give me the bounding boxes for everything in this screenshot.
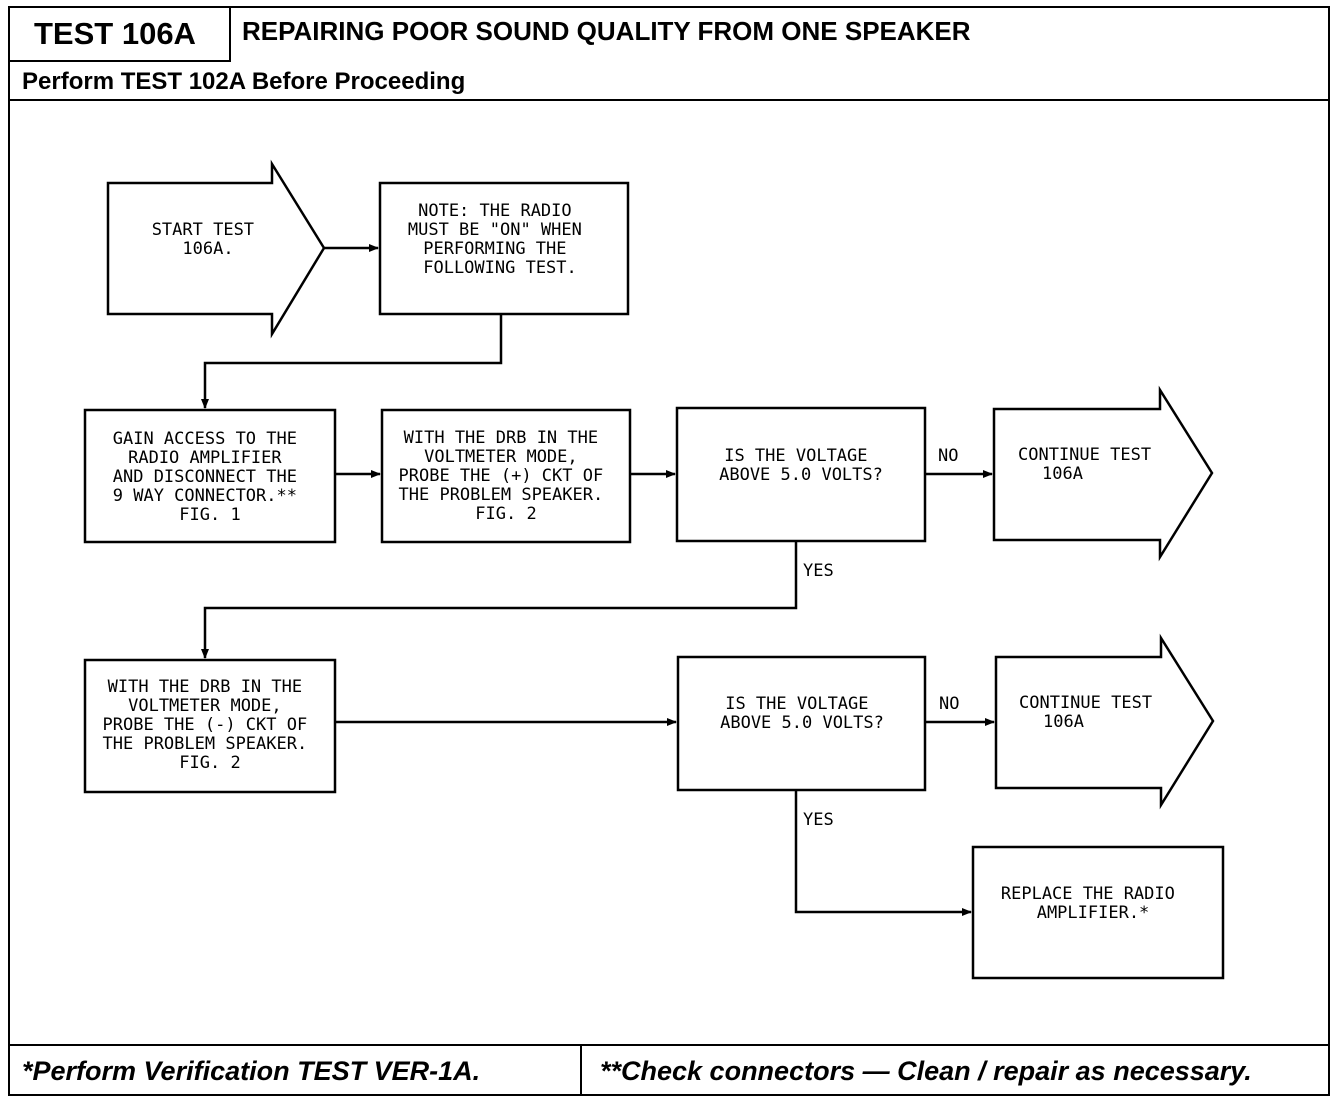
start-terminal-arrow [106, 159, 326, 339]
probe-plus-line: FIG. 2 [475, 504, 536, 524]
probe-plus-line: VOLTMETER MODE, [424, 447, 578, 467]
gain-access-box [83, 408, 337, 544]
replace-line: REPLACE THE RADIO [1001, 884, 1175, 904]
gain-access-line: GAIN ACCESS TO THE [113, 429, 297, 449]
continue-1-line: 106A [1042, 464, 1083, 484]
gain-access-line: AND DISCONNECT THE [113, 467, 297, 487]
check-voltage-2-text: IS THE VOLTAGE ABOVE 5.0 VOLTS? [720, 694, 884, 733]
probe-minus-line: VOLTMETER MODE, [128, 696, 282, 716]
start-line: 106A. [182, 239, 233, 259]
note-line: FOLLOWING TEST. [423, 258, 577, 278]
probe-minus-box [83, 658, 337, 794]
note-text: NOTE: THE RADIO MUST BE "ON" WHEN PERFOR… [408, 201, 592, 278]
note-line: PERFORMING THE [423, 239, 566, 259]
continue-1-line: CONTINUE TEST [1018, 445, 1151, 465]
check-voltage-2-line: IS THE VOLTAGE [725, 694, 868, 714]
edge-label-yes-2: YES [803, 810, 834, 830]
probe-plus-line: PROBE THE (+) CKT OF [399, 466, 604, 486]
check-voltage-1-line: IS THE VOLTAGE [724, 446, 867, 466]
continue-2-line: 106A [1043, 712, 1084, 732]
footer-divider [580, 1044, 582, 1096]
check-voltage-2-box [676, 655, 927, 792]
gain-access-line: 9 WAY CONNECTOR.** [113, 486, 297, 506]
probe-plus-line: THE PROBLEM SPEAKER. [399, 485, 604, 505]
note-line: MUST BE "ON" WHEN [408, 220, 582, 240]
edge-check-2-yes [794, 790, 972, 916]
edge-label-yes-1: YES [803, 561, 834, 581]
header-divider-vertical [229, 6, 231, 62]
probe-minus-line: WITH THE DRB IN THE [108, 677, 302, 697]
page-subtitle: Perform TEST 102A Before Proceeding [22, 68, 466, 95]
check-voltage-2-line: ABOVE 5.0 VOLTS? [720, 713, 884, 733]
footer-note-left: *Perform Verification TEST VER-1A. [22, 1056, 481, 1086]
edge-note-to-gain-access [201, 314, 503, 409]
probe-plus-box [380, 408, 632, 544]
edge-label-no-2: NO [939, 694, 959, 714]
header-bottom-rule [8, 99, 1330, 101]
page-title: REPAIRING POOR SOUND QUALITY FROM ONE SP… [242, 16, 971, 46]
footer-note-right: **Check connectors — Clean / repair as n… [600, 1056, 1252, 1086]
replace-text: REPLACE THE RADIO AMPLIFIER.* [1001, 884, 1185, 923]
check-voltage-1-text: IS THE VOLTAGE ABOVE 5.0 VOLTS? [719, 446, 883, 485]
probe-minus-line: PROBE THE (-) CKT OF [103, 715, 308, 735]
replace-line: AMPLIFIER.* [1037, 903, 1150, 923]
gain-access-text: GAIN ACCESS TO THE RADIO AMPLIFIER AND D… [113, 429, 307, 525]
probe-minus-line: FIG. 2 [179, 753, 240, 773]
note-box [378, 181, 630, 316]
gain-access-line: RADIO AMPLIFIER [128, 448, 282, 468]
check-voltage-1-line: ABOVE 5.0 VOLTS? [719, 465, 883, 485]
continue-2-line: CONTINUE TEST [1019, 693, 1152, 713]
start-line: START TEST [152, 220, 254, 240]
edge-check-1-yes [201, 541, 798, 659]
start-text: START TEST 106A. [152, 220, 265, 259]
replace-box [971, 845, 1225, 980]
header-divider-horizontal [8, 60, 230, 62]
probe-minus-line: THE PROBLEM SPEAKER. [103, 734, 308, 754]
continue-1-text: CONTINUE TEST 106A [1018, 445, 1161, 484]
continue-2-text: CONTINUE TEST 106A [1019, 693, 1162, 732]
test-id: TEST 106A [34, 16, 196, 51]
page-frame [8, 6, 1330, 1096]
probe-plus-text: WITH THE DRB IN THE VOLTMETER MODE, PROB… [399, 428, 614, 524]
note-line: NOTE: THE RADIO [418, 201, 572, 221]
probe-minus-text: WITH THE DRB IN THE VOLTMETER MODE, PROB… [103, 677, 318, 773]
continue-2-arrow [994, 633, 1215, 810]
footer-top-rule [8, 1044, 1330, 1046]
gain-access-line: FIG. 1 [179, 505, 240, 525]
edge-label-no-1: NO [938, 446, 958, 466]
continue-1-arrow [992, 385, 1214, 562]
probe-plus-line: WITH THE DRB IN THE [404, 428, 598, 448]
